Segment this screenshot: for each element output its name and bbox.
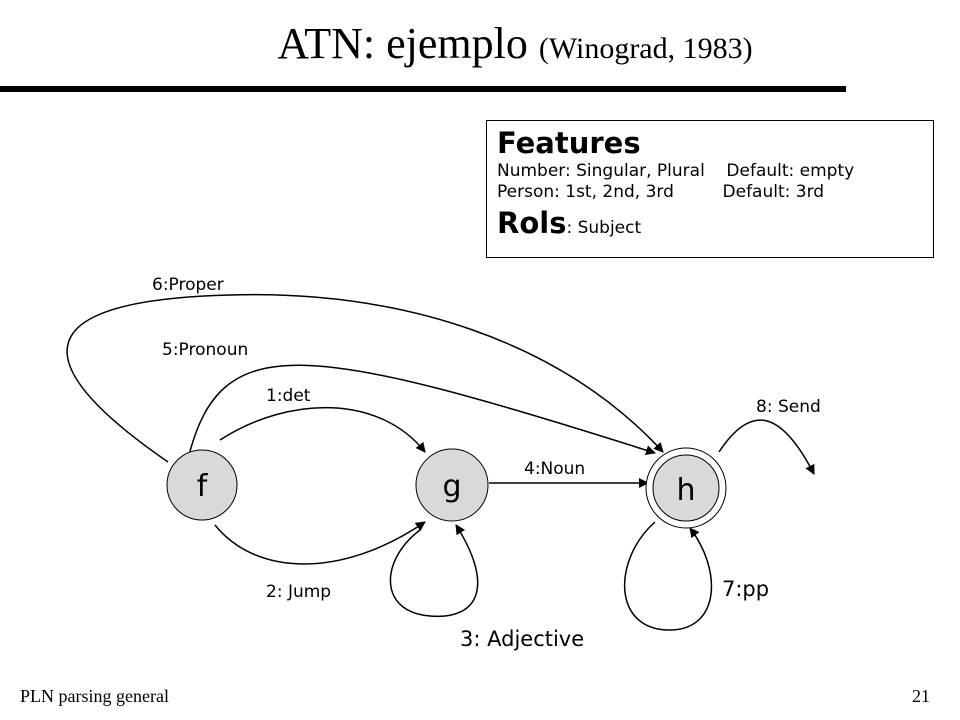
features-person-line: Person: 1st, 2nd, 3rd Default: 3rd (497, 182, 825, 202)
arc-label-3: 3: Adjective (460, 627, 584, 651)
title-rule (0, 86, 846, 92)
arc-label-6: 6:Proper (152, 275, 224, 295)
arc-label-1: 1:det (266, 386, 311, 406)
features-box: Features Number: Singular, Plural Defaul… (486, 120, 934, 258)
slide-title-citation: (Winograd, 1983) (538, 32, 753, 65)
footer-course-label: PLN parsing general (20, 686, 169, 706)
arc-label-2: 2: Jump (266, 582, 331, 602)
arc-label-5: 5:Pronoun (162, 340, 248, 360)
arc-label-7: 7:pp (722, 577, 769, 601)
node-g-label: g (442, 469, 461, 504)
node-h-label: h (676, 473, 695, 508)
rols-row: Rols: Subject (497, 206, 933, 245)
arc-8-send (718, 419, 815, 475)
arc-3-adjective (389, 524, 479, 617)
arc-2-jump (214, 521, 426, 565)
features-heading: Features (497, 126, 641, 160)
arc-1-det (219, 407, 426, 453)
node-h (652, 454, 720, 522)
slide-title-main: ATN: ejemplo (277, 19, 528, 68)
rols-value: : Subject (566, 218, 642, 238)
rols-label: Rols (497, 206, 567, 240)
node-f (166, 449, 238, 521)
arc-5-pronoun (187, 364, 656, 460)
node-f-label: f (197, 469, 209, 504)
footer-page-number: 21 (912, 686, 930, 706)
arc-6-proper (66, 293, 664, 463)
slide-title: ATN: ejemplo (Winograd, 1983) (0, 18, 960, 69)
arc-label-8: 8: Send (756, 397, 821, 417)
node-g (415, 448, 489, 522)
features-number-line: Number: Singular, Plural Default: empty (497, 161, 855, 181)
arc-label-4: 4:Noun (524, 459, 585, 479)
arc-7-pp (623, 521, 713, 631)
